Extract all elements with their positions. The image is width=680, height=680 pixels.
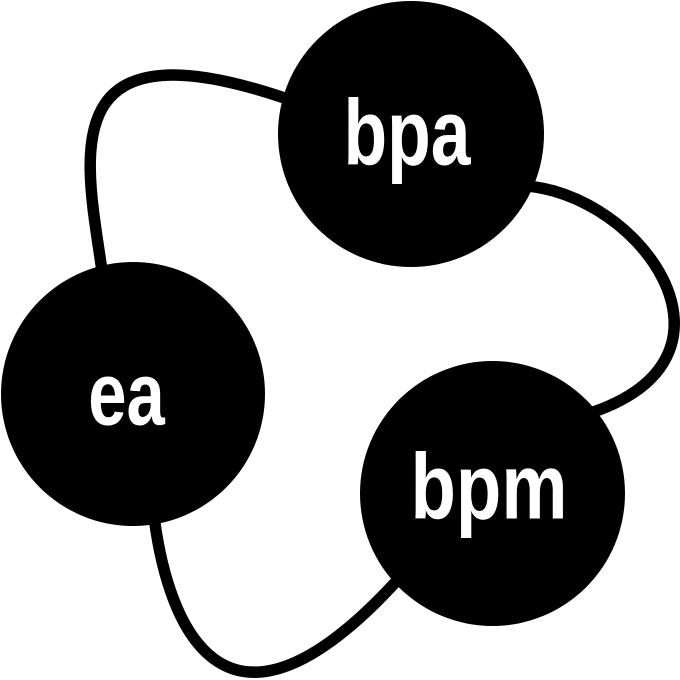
svg-text:bpm: bpm: [411, 435, 568, 539]
svg-text:bpa: bpa: [344, 80, 472, 184]
svg-text:ea: ea: [88, 344, 166, 444]
